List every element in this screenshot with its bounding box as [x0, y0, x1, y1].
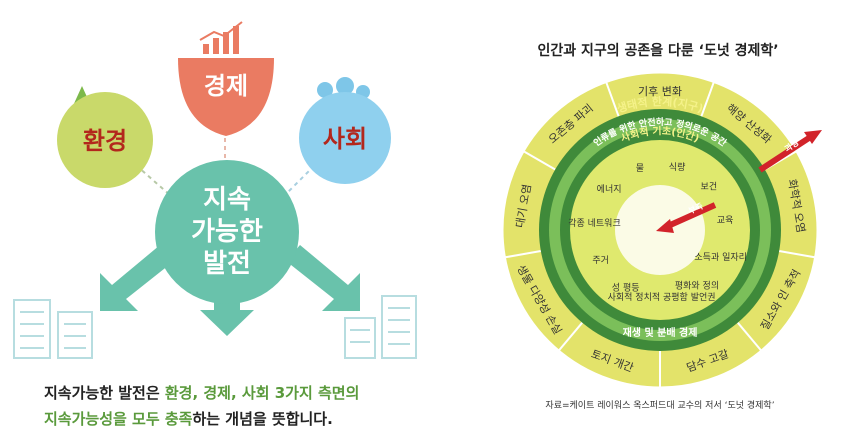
outer-ring-divider	[605, 82, 620, 117]
bar-chart-icon	[203, 26, 239, 54]
planetary-boundary-label: 기후 변화	[638, 85, 682, 98]
regenerative-economy-label: 재생 및 분배 경제	[623, 326, 698, 339]
building-icon	[344, 295, 417, 359]
outer-ring-divider	[523, 150, 556, 171]
shortfall-arrow: 부족	[656, 201, 717, 233]
svg-text:환경: 환경	[83, 127, 127, 155]
social-foundation-item: 성 평등	[612, 282, 640, 293]
svg-text:경제: 경제	[204, 72, 248, 100]
outer-ring-divider	[778, 250, 815, 259]
society-bubble: 사회	[299, 77, 391, 184]
social-foundation-item: 평화와 정의	[675, 280, 719, 292]
source-note: 자료=케이트 레이워스 옥스퍼드대 교수의 저서 ‘도넛 경제학’	[545, 401, 775, 411]
sustainable-development-circle: 지속 가능한 발전	[100, 160, 360, 336]
svg-text:사회: 사회	[323, 125, 367, 153]
svg-text:가능한: 가능한	[191, 217, 263, 247]
economy-bubble: 경제	[178, 21, 274, 136]
building-icon	[13, 299, 93, 359]
social-foundation-item: 사회적 정치적 공평함 발언권	[608, 291, 716, 303]
outer-ring-divider	[737, 322, 762, 351]
sustainability-diagram: 환경 경제 사회 지속	[13, 21, 417, 359]
ecological-ceiling-label: 생태적 한계(지구)	[615, 94, 705, 115]
outer-ring-divider	[505, 250, 542, 259]
social-foundation-item: 각종 네트워크	[568, 217, 621, 229]
social-foundation-item: 보건	[701, 182, 718, 193]
donut-economics-diagram: 생태적 한계(지구) 인류를 위한 안전하고 정의로운 공간 사회적 기초(인간…	[502, 72, 822, 388]
svg-text:발전: 발전	[203, 249, 251, 279]
caption-line-2: 지속가능성을 모두 충족하는 개념을 뜻합니다.	[44, 410, 333, 428]
donut-title: 인간과 지구의 공존을 다룬 ‘도넛 경제학’	[537, 43, 779, 59]
outer-ring-divider	[558, 322, 583, 351]
environment-bubble: 환경	[57, 86, 153, 188]
social-foundation-item: 소득과 일자리	[694, 252, 747, 263]
svg-text:지속: 지속	[203, 185, 251, 215]
social-foundation-item: 식량	[669, 161, 686, 173]
social-foundation-item: 물	[636, 163, 644, 174]
outer-ring-divider	[700, 82, 715, 117]
svg-text:생태적 한계(지구): 생태적 한계(지구)	[615, 94, 705, 115]
social-foundation-item: 에너지	[597, 184, 622, 195]
social-foundation-item: 교육	[717, 215, 734, 226]
caption-line-1: 지속가능한 발전은 환경, 경제, 사회 3가지 측면의	[44, 384, 360, 402]
social-foundation-item: 주거	[592, 255, 609, 266]
